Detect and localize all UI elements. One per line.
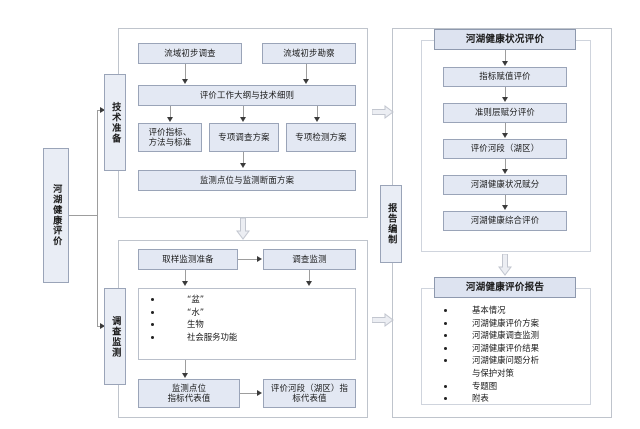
arrow-outline-mid	[240, 117, 246, 122]
list-item: 附表	[436, 392, 576, 405]
block-arrow-assessment-to-report	[498, 254, 512, 276]
conn-aspects-to-points	[185, 360, 186, 374]
conn-prep-to-aspects	[185, 270, 186, 282]
list-item: 生物	[145, 318, 349, 331]
box-river-lake-health-report-header[interactable]: 河湖健康评价报告	[434, 277, 576, 298]
block-arrow-tech-to-report	[372, 105, 394, 119]
box-monitoring-point-indicator-value[interactable]: 监测点位 指标代表值	[138, 379, 240, 408]
box-special-survey-plan[interactable]: 专项调查方案	[209, 123, 279, 152]
box-river-lake-health-status-scoring[interactable]: 河湖健康状况赋分	[443, 175, 567, 195]
list-item: 与保护对策	[472, 368, 514, 379]
conn-step1-to-step2	[505, 87, 506, 98]
root-stage-label: 河湖健康评价	[43, 148, 69, 283]
box-evaluation-outline[interactable]: 评价工作大纲与技术细则	[138, 85, 356, 106]
conn-step3-to-step4	[505, 159, 506, 170]
arrow-step3-to-step4	[502, 169, 508, 174]
stage-label-survey-monitoring: 调查监测	[104, 288, 126, 385]
arrow-aspects-to-points	[182, 373, 188, 378]
stage-label-technical-preparation: 技术准备	[104, 74, 126, 171]
box-indicator-value-assignment-evaluation[interactable]: 指标赋值评价	[443, 67, 567, 87]
list-item: 河湖健康评价方案	[436, 317, 576, 330]
conn-step2-to-step3	[505, 123, 506, 134]
arrow-step1-to-step2	[502, 97, 508, 102]
spine-arrow-top	[100, 106, 105, 113]
report-contents-list: 基本情况 河湖健康评价方案 河湖健康调查监测 河湖健康评价结果 河湖健康问题分析…	[436, 304, 576, 405]
arrow-outline-left	[167, 117, 173, 122]
list-item: 基本情况	[436, 304, 576, 317]
arrow-step2-to-step3	[502, 133, 508, 138]
spine-arrow-bottom	[100, 322, 105, 329]
block-arrow-survey-to-report	[372, 313, 394, 327]
box-reach-lake-indicator-value[interactable]: 评价河段（湖区）指 标代表值	[263, 379, 356, 408]
box-monitoring-points-and-sections-plan[interactable]: 监测点位与监测断面方案	[138, 170, 356, 191]
list-item: 专题图	[436, 380, 576, 393]
conn-step4-to-step5	[505, 195, 506, 206]
list-item: “水”	[145, 306, 349, 319]
spine-horizontal	[69, 215, 97, 216]
conn-prep-to-monitor	[238, 259, 258, 260]
box-report-contents: 基本情况 河湖健康评价方案 河湖健康调查监测 河湖健康评价结果 河湖健康问题分析…	[432, 302, 580, 403]
conn-assess-hdr-to-step1	[505, 50, 506, 62]
box-evaluation-indicators-methods-standards[interactable]: 评价指标、 方法与标准	[138, 123, 202, 152]
box-watershed-initial-reconnaissance[interactable]: 流域初步勘察	[262, 43, 356, 64]
box-sampling-monitoring-preparation[interactable]: 取样监测准备	[138, 249, 238, 270]
arrow-prep-to-aspects	[182, 281, 188, 286]
box-river-lake-health-comprehensive-evaluation[interactable]: 河湖健康综合评价	[443, 211, 567, 231]
arrow-step4-to-step5	[502, 205, 508, 210]
box-survey-monitoring[interactable]: 调查监测	[263, 249, 356, 270]
survey-aspects-list: “盆” “水” 生物 社会服务功能	[145, 293, 349, 343]
list-item: 社会服务功能	[145, 331, 349, 344]
arrow-assess-hdr-to-step1	[502, 61, 508, 66]
arrow-monitor-to-aspects	[306, 281, 312, 286]
conn-outline-mid	[243, 106, 244, 118]
block-arrow-tech-to-survey	[236, 218, 250, 240]
conn-survey-to-outline	[185, 64, 186, 80]
arrow-prep-to-monitor	[257, 256, 262, 262]
box-criterion-layer-scoring-evaluation[interactable]: 准则层赋分评价	[443, 103, 567, 123]
conn-recon-to-outline	[306, 64, 307, 80]
list-item: 河湖健康问题分析	[436, 354, 576, 367]
conn-monitor-to-aspects	[309, 270, 310, 282]
box-river-lake-health-assessment-header[interactable]: 河湖健康状况评价	[434, 29, 576, 50]
arrow-points-to-reach	[257, 390, 262, 396]
arrow-outline-right	[314, 117, 320, 122]
conn-outline-right	[317, 106, 318, 118]
box-watershed-initial-survey[interactable]: 流域初步调查	[138, 43, 242, 64]
list-item: 河湖健康评价结果	[436, 342, 576, 355]
arrow-plan-to-bottom	[240, 163, 246, 168]
box-special-detection-plan[interactable]: 专项检测方案	[286, 123, 356, 152]
arrow-recon-to-outline	[303, 79, 309, 84]
list-item: 河湖健康调查监测	[436, 329, 576, 342]
box-evaluate-reach-lake[interactable]: 评价河段（湖区）	[443, 139, 567, 159]
conn-outline-left	[170, 106, 171, 118]
stage-label-report-compilation: 报告编制	[380, 185, 402, 263]
list-item: “盆”	[145, 293, 349, 306]
box-survey-aspects: “盆” “水” 生物 社会服务功能	[138, 288, 356, 360]
spine-vertical	[97, 110, 98, 326]
conn-points-to-reach	[240, 393, 258, 394]
conn-plan-to-bottom	[243, 152, 244, 164]
arrow-survey-to-outline	[182, 79, 188, 84]
